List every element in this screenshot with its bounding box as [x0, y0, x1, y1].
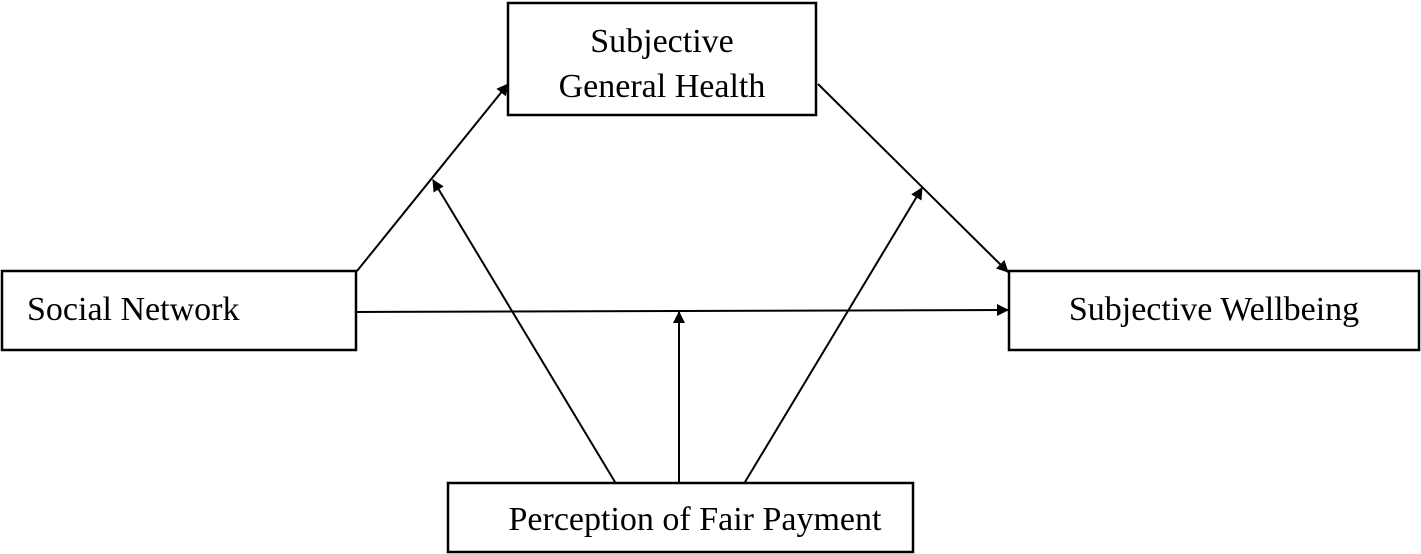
node-social-network-label: Social Network [27, 291, 239, 328]
node-subjective-general-health-line2: General Health [559, 68, 766, 105]
edge-general-health-to-wellbeing [817, 83, 1009, 273]
edge-moderator-to-left-path [432, 179, 616, 483]
edge-social-network-to-wellbeing [356, 304, 1009, 317]
edge-moderator-to-right-path [744, 187, 923, 483]
edge-social-network-to-general-health [356, 83, 509, 272]
node-social-network: Social Network [0, 269, 358, 352]
node-perception-of-fair-payment: Perception of Fair Payment [446, 481, 915, 554]
node-subjective-wellbeing: Subjective Wellbeing [1007, 269, 1421, 352]
node-subjective-general-health-line1: Subjective [590, 23, 734, 60]
node-perception-of-fair-payment-label: Perception of Fair Payment [509, 501, 883, 538]
node-subjective-wellbeing-label: Subjective Wellbeing [1069, 291, 1359, 328]
node-subjective-general-health: Subjective General Health [506, 1, 818, 117]
